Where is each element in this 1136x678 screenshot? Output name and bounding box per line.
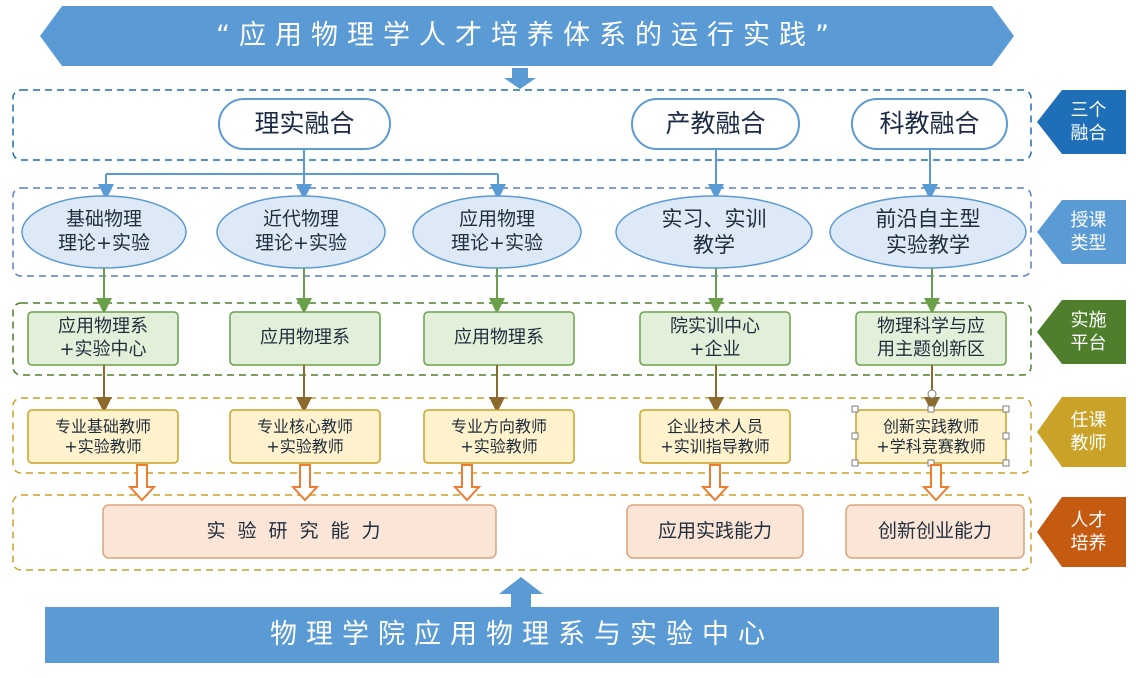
side-label-shape bbox=[1037, 397, 1126, 467]
side-label: 三个 融合 bbox=[1070, 99, 1107, 144]
platform-label: 院实训中心 +企业 bbox=[670, 316, 760, 360]
footer-up-arrow bbox=[499, 577, 543, 607]
fusion-label: 产教融合 bbox=[665, 109, 766, 139]
course-shape bbox=[615, 195, 813, 269]
footer-banner bbox=[45, 607, 999, 663]
ability-label: 创新创业能力 bbox=[877, 519, 992, 542]
fusion-label: 理实融合 bbox=[254, 109, 355, 139]
course-label: 应用物理 理论+实验 bbox=[451, 208, 543, 254]
ability-arrows bbox=[127, 464, 951, 502]
teacher-label: 企业技术人员 +实训指导教师 bbox=[660, 416, 770, 456]
fusion-label: 科教融合 bbox=[879, 109, 980, 139]
side-label: 任课 教师 bbox=[1070, 409, 1107, 454]
teacher-row-box bbox=[12, 397, 1032, 474]
teacher-label: 专业基础教师 +实验教师 bbox=[54, 416, 151, 456]
teacher-shape bbox=[229, 409, 381, 464]
teacher-shape bbox=[639, 409, 791, 464]
side-label: 授课 类型 bbox=[1070, 209, 1107, 254]
rotate-handle-icon[interactable] bbox=[927, 389, 937, 399]
platform-label: 物理科学与应 用主题创新区 bbox=[877, 316, 985, 360]
platform-connectors bbox=[96, 365, 940, 413]
selection-handles[interactable] bbox=[851, 405, 1010, 467]
ability-shape bbox=[626, 504, 804, 559]
course-label: 基础物理 理论+实验 bbox=[58, 208, 150, 254]
course-shape bbox=[216, 195, 386, 269]
teacher-shape bbox=[423, 409, 575, 464]
ability-label: 应用实践能力 bbox=[657, 519, 772, 542]
footer-title: 物理学院应用物理系与实验中心 bbox=[270, 619, 774, 651]
side-label-shape bbox=[1037, 200, 1126, 264]
course-label: 实习、实训 教学 bbox=[661, 206, 767, 257]
course-label: 近代物理 理论+实验 bbox=[255, 208, 347, 254]
platform-row-box bbox=[12, 302, 1032, 376]
title-banner bbox=[40, 6, 1014, 66]
ability-label: 实验研究能力 bbox=[206, 519, 393, 542]
title-down-arrow bbox=[504, 68, 536, 89]
platform-label: 应用物理系 bbox=[454, 327, 544, 349]
teacher-shape bbox=[27, 409, 179, 464]
course-shape bbox=[829, 195, 1027, 269]
ability-shape bbox=[845, 504, 1025, 559]
course-label: 前沿自主型 实验教学 bbox=[875, 206, 981, 257]
platform-label: 应用物理系 bbox=[260, 327, 350, 349]
side-label-shape bbox=[1037, 90, 1126, 154]
side-label-shape bbox=[1037, 497, 1126, 567]
course-connectors bbox=[96, 268, 940, 314]
teacher-label[interactable]: 创新实践教师 +学科竞赛教师 bbox=[876, 416, 986, 456]
platform-shape bbox=[423, 311, 575, 366]
side-label: 实施 平台 bbox=[1070, 309, 1107, 354]
ability-shape bbox=[102, 504, 497, 559]
teacher-label: 专业核心教师 +实验教师 bbox=[256, 416, 353, 456]
fusion-connectors bbox=[98, 149, 938, 200]
page-title: “应用物理学人才培养体系的运行实践” bbox=[216, 20, 838, 52]
teacher-label: 专业方向教师 +实验教师 bbox=[450, 416, 547, 456]
side-label: 人才 培养 bbox=[1070, 509, 1107, 554]
course-row-box bbox=[12, 187, 1032, 277]
ability-row-box bbox=[12, 494, 1032, 571]
side-label-shape bbox=[1037, 300, 1126, 364]
platform-label: 应用物理系 +实验中心 bbox=[58, 316, 148, 360]
